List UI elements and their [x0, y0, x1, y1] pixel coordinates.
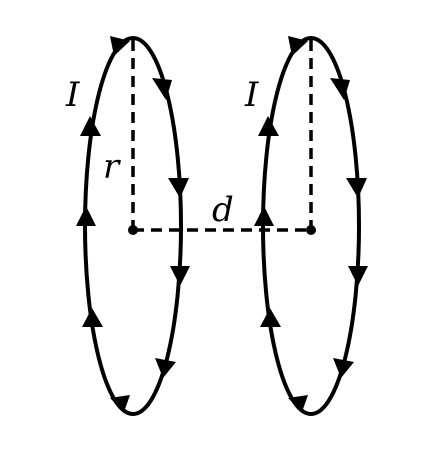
right-loop-arrows: [254, 36, 368, 412]
right-loop: [254, 36, 368, 416]
right-arrow-bottom: [288, 395, 308, 412]
radius-label: r: [103, 147, 121, 187]
right-arrow-down-3: [348, 266, 368, 286]
left-arrow-down-2: [168, 178, 189, 198]
left-arrow-down-4: [155, 358, 176, 378]
left-arrow-down-1: [152, 78, 172, 100]
right-arrow-down-1: [330, 78, 350, 100]
right-arrow-up-1: [260, 308, 281, 327]
current-label-right: I: [244, 75, 259, 115]
left-arrow-up-2: [76, 206, 96, 226]
left-arrow-up-1: [82, 308, 103, 327]
left-arrow-bottom: [110, 395, 130, 412]
left-arrow-up-3: [80, 116, 101, 136]
left-loop-arrows: [76, 36, 190, 412]
left-loop: [76, 36, 190, 416]
left-arrow-top: [110, 36, 130, 56]
right-arrow-up-3: [258, 116, 279, 136]
separation-label: d: [212, 190, 234, 230]
right-arrow-down-4: [333, 358, 354, 378]
current-label-left: I: [65, 75, 80, 115]
right-center-dot: [306, 225, 316, 235]
right-arrow-top: [288, 36, 308, 56]
left-arrow-down-3: [170, 266, 190, 286]
right-arrow-down-2: [346, 178, 367, 198]
right-arrow-up-2: [254, 206, 274, 226]
